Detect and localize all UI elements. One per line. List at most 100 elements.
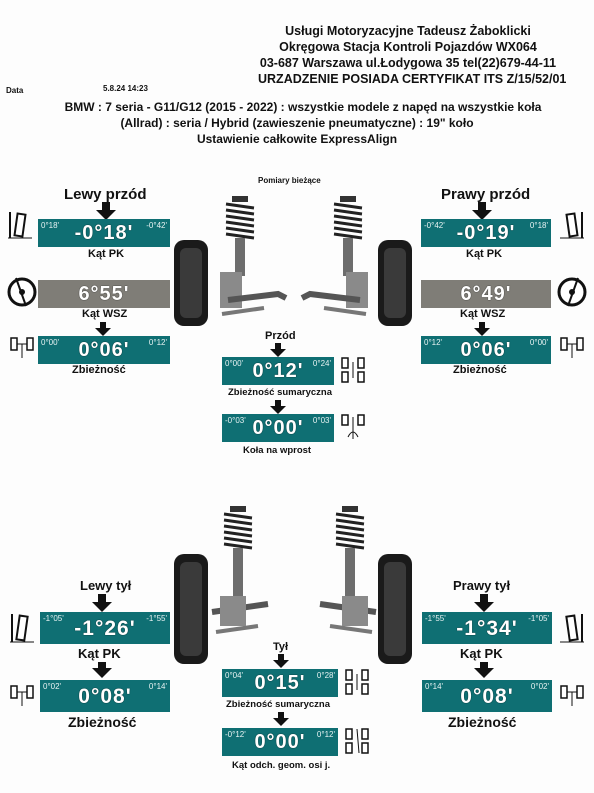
rear-right-title: Prawy tył	[453, 578, 511, 593]
front-straight-max: 0°03'	[312, 416, 331, 425]
rear-left-toe-arrow-head	[92, 668, 112, 678]
vehicle-line-2: (Allrad) : seria / Hybrid (zawieszenie p…	[120, 116, 474, 130]
front-straight-min: -0°03'	[225, 416, 246, 425]
front-right-camber-value: -0°19'	[456, 222, 516, 244]
rear-right-arrow	[480, 594, 488, 604]
toe-icon	[560, 685, 584, 706]
vehicle-description: BMW : 7 seria - G11/G12 (2015 - 2022) : …	[0, 99, 594, 147]
rear-thrust-min: -0°12'	[225, 730, 246, 739]
rear-total-toe-min: 0°04'	[225, 671, 244, 680]
front-straight-arrow-head	[270, 406, 286, 414]
camber-icon	[10, 614, 34, 643]
rear-right-toe-arrow-head	[474, 668, 494, 678]
station-name: Okręgowa Stacja Kontroli Pojazdów WX064	[279, 40, 537, 54]
front-total-arrow-head	[270, 349, 286, 357]
front-suspension-illustration	[174, 196, 412, 326]
front-right-toe-arrow-head	[474, 328, 490, 336]
front-right-caster-box: 6°49'	[421, 280, 551, 308]
front-left-camber-box: 0°18' -0°42' -0°18'	[38, 219, 170, 247]
toe-icon	[341, 357, 365, 383]
thrust-icon	[341, 414, 365, 439]
rear-left-toe-max: 0°14'	[148, 682, 167, 691]
camber-icon	[560, 212, 584, 239]
front-right-camber-min: -0°42'	[424, 221, 445, 230]
rear-left-camber-min: -1°05'	[43, 614, 64, 623]
front-left-camber-label: Kąt PK	[88, 248, 125, 260]
front-left-camber-value: -0°18'	[74, 222, 134, 244]
toe-icon	[560, 337, 584, 358]
rear-left-toe-value: 0°08'	[78, 685, 132, 708]
front-left-caster-label: Kąt WSZ	[82, 308, 128, 320]
front-left-toe-label: Zbieżność	[72, 364, 126, 376]
front-right-toe-max: 0°00'	[529, 338, 548, 347]
rear-left-camber-label: Kąt PK	[78, 646, 121, 661]
front-straight-box: -0°03' 0°03' 0°00'	[222, 414, 334, 442]
rear-right-arrow-head	[474, 602, 494, 612]
station-address: 03-687 Warszawa ul.Łodygowa 35 tel(22)67…	[259, 56, 557, 70]
front-left-toe-max: 0°12'	[148, 338, 167, 347]
front-right-toe-value: 0°06'	[460, 339, 512, 361]
rear-thrust-max: 0°12'	[316, 730, 335, 739]
rear-right-toe-box: 0°14' 0°02' 0°08'	[422, 680, 552, 712]
front-left-caster-value: 6°55'	[78, 283, 130, 305]
caster-icon	[557, 277, 587, 307]
front-right-caster-label: Kąt WSZ	[460, 308, 506, 320]
front-straight-label: Koła na wprost	[243, 445, 312, 456]
front-left-camber-max: -0°42'	[146, 221, 167, 230]
rear-right-camber-value: -1°34'	[456, 617, 518, 640]
front-right-camber-box: -0°42' 0°18' -0°19'	[421, 219, 551, 247]
date-label: Data	[6, 86, 24, 95]
front-left-arrow	[102, 202, 110, 212]
rear-left-toe-label: Zbieżność	[68, 714, 137, 730]
rear-thrust-arrow	[278, 712, 284, 720]
rear-left-toe-arrow	[98, 662, 106, 670]
front-total-toe-label: Zbieżność sumaryczna	[228, 387, 333, 398]
front-total-toe-box: 0°00' 0°24' 0°12'	[222, 357, 334, 385]
front-left-caster-box: 6°55'	[38, 280, 170, 308]
front-straight-value: 0°00'	[252, 417, 304, 439]
date-value: 5.8.24 14:23	[103, 84, 148, 93]
front-total-arrow	[275, 343, 281, 351]
rear-right-camber-box: -1°55' -1°05' -1°34'	[422, 612, 552, 644]
rear-right-camber-label: Kąt PK	[460, 646, 503, 661]
front-left-toe-arrow-head	[95, 328, 111, 336]
front-total-toe-max: 0°24'	[312, 359, 331, 368]
rear-suspension-illustration	[174, 506, 412, 664]
rear-total-title: Tył	[273, 641, 289, 653]
front-left-toe-value: 0°06'	[78, 339, 130, 361]
caster-icon	[7, 277, 37, 307]
rear-right-toe-value: 0°08'	[460, 685, 514, 708]
rear-total-arrow	[278, 654, 284, 662]
front-left-arrow-head	[96, 210, 116, 220]
vehicle-line-1: BMW : 7 seria - G11/G12 (2015 - 2022) : …	[64, 100, 542, 114]
rear-right-toe-arrow	[480, 662, 488, 670]
rear-left-camber-value: -1°26'	[74, 617, 136, 640]
rear-total-arrow-head	[273, 660, 289, 668]
rear-right-camber-max: -1°05'	[528, 614, 549, 623]
rear-left-arrow	[98, 594, 106, 604]
front-right-arrow	[478, 202, 486, 212]
camber-icon	[8, 212, 32, 239]
rear-left-arrow-head	[92, 602, 112, 612]
rear-total-toe-max: 0°28'	[316, 671, 335, 680]
front-total-toe-min: 0°00'	[225, 359, 244, 368]
front-right-toe-min: 0°12'	[424, 338, 443, 347]
front-left-toe-arrow	[100, 322, 106, 330]
toe-icon	[10, 685, 34, 706]
front-total-toe-value: 0°12'	[252, 360, 304, 382]
rear-right-toe-max: 0°02'	[530, 682, 549, 691]
current-measurements-label: Pomiary bieżące	[258, 176, 321, 185]
rear-right-camber-min: -1°55'	[425, 614, 446, 623]
front-total-title: Przód	[265, 330, 296, 342]
rear-thrust-arrow-head	[273, 718, 289, 726]
rear-total-toe-label: Zbieżność sumaryczna	[226, 699, 331, 710]
rear-thrust-value: 0°00'	[254, 731, 306, 753]
thrust-icon	[345, 728, 369, 754]
toe-icon	[10, 337, 34, 358]
rear-left-camber-box: -1°05' -1°55' -1°26'	[40, 612, 170, 644]
front-right-toe-label: Zbieżność	[453, 364, 507, 376]
front-right-title: Prawy przód	[441, 186, 531, 203]
company-header: Usługi Motoryzacyjne Tadeusz Żaboklicki …	[258, 23, 566, 87]
front-right-toe-box: 0°12' 0°00' 0°06'	[421, 336, 551, 364]
front-left-title: Lewy przód	[64, 186, 147, 203]
